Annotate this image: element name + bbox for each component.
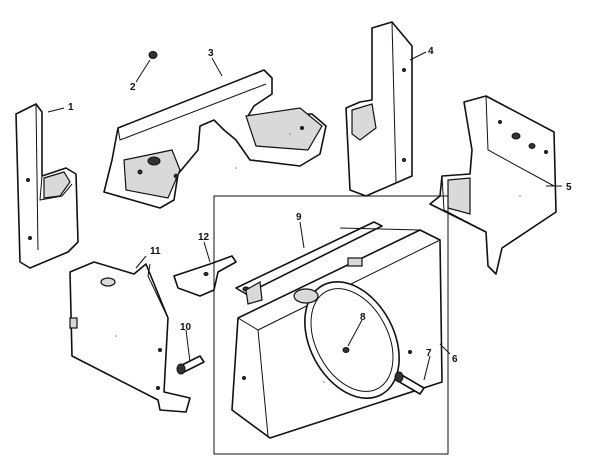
part-5-right-rear-panel <box>429 95 557 275</box>
callout-1: 1 <box>68 102 74 113</box>
callout-10: 10 <box>180 322 192 333</box>
callout-12: 12 <box>198 232 210 243</box>
callout-6: 6 <box>452 354 458 365</box>
callout-7: 7 <box>426 348 432 359</box>
callout-8: 8 <box>360 312 366 323</box>
callout-11: 11 <box>150 246 161 257</box>
part-12-bracket <box>173 255 237 297</box>
callout-3: 3 <box>208 48 214 59</box>
part-3-top-shroud <box>103 69 327 209</box>
part-1-left-side-panel <box>15 103 79 269</box>
callout-9: 9 <box>296 212 302 223</box>
part-4-right-upper-panel <box>345 21 413 197</box>
part-7-bolt <box>394 371 425 395</box>
callout-2: 2 <box>130 82 136 93</box>
callout-labels: 1 2 3 4 5 6 7 8 9 10 11 12 <box>68 46 572 365</box>
part-10-bolt <box>176 355 205 375</box>
part-9-top-strip <box>235 221 383 295</box>
callout-5: 5 <box>566 182 572 193</box>
part-2-nut <box>148 51 158 59</box>
callout-4: 4 <box>428 46 434 57</box>
part-6-main-housing <box>213 195 449 455</box>
leader-lines <box>47 51 562 381</box>
texture-specks <box>115 133 521 383</box>
part-11-left-lower-panel <box>69 261 191 413</box>
